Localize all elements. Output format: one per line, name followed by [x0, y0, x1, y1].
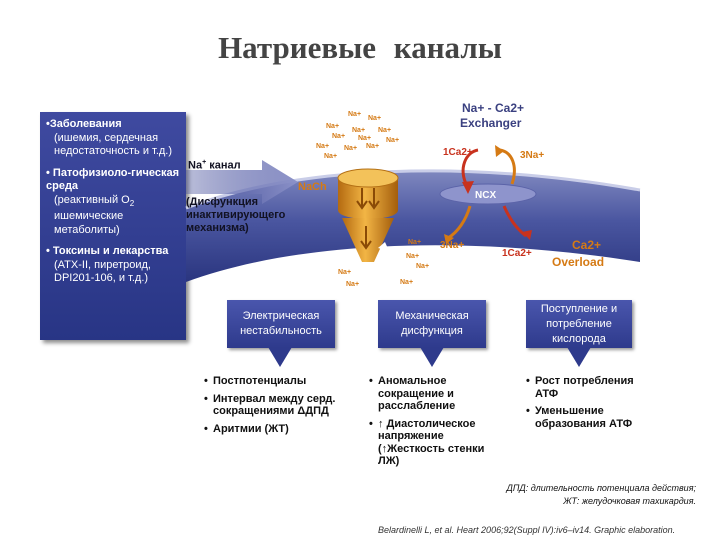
footnote-line: ДПД: длительность потенциала действия;	[506, 483, 697, 493]
bullet-item: ↑ Диастолическое напряжение (↑Жесткость …	[369, 418, 499, 468]
cause-item: • Патофизиоло-гическая среда (реактивный…	[46, 167, 182, 238]
cause-sub: (реактивный О2 ишемические метаболиты)	[46, 194, 182, 238]
na-in-label: 3Na+	[440, 240, 464, 251]
na-ion: Na+	[406, 253, 419, 260]
ca-out-arrowhead	[522, 230, 532, 240]
ca-in-label: 1Ca2+	[443, 147, 473, 158]
footnote: ДПД: длительность потенциала действия; Ж…	[430, 482, 697, 508]
exchanger-title-line1: Na+ - Ca2+	[462, 101, 524, 115]
channel-label-na: Na	[188, 159, 203, 172]
effect-pointer	[268, 347, 292, 367]
overload-line2: Overload	[552, 255, 604, 269]
channel-label: Na+ канал	[188, 156, 241, 173]
channel-label-rest: канал	[206, 159, 241, 172]
bullet-item: Постпотенциалы	[204, 375, 364, 388]
effect-bullets-electrical: Постпотенциалы Интервал между серд. сокр…	[204, 375, 364, 440]
channel-top	[337, 168, 399, 188]
bullet-item: Рост потребления АТФ	[526, 375, 656, 400]
channel-inner-arrow-1	[356, 188, 368, 210]
cause-head: •Заболевания	[46, 118, 122, 130]
cause-sub-post: ишемические метаболиты)	[54, 210, 124, 236]
na-ion: Na+	[368, 115, 381, 122]
na-ion: Na+	[338, 269, 351, 276]
cause-sub-subscript: 2	[129, 198, 135, 208]
ca-out-arrow	[502, 205, 527, 238]
overload-line1: Ca2+	[572, 238, 601, 252]
bullet-item: Интервал между серд. сокращениями ΔДПД	[204, 393, 364, 418]
ca-out-label: 1Ca2+	[502, 248, 532, 259]
cause-item: • Токсины и лекарства (ATX-II, пиретроид…	[46, 245, 182, 286]
na-ion: Na+	[324, 153, 337, 160]
effect-title: Электрическая нестабильность	[240, 310, 322, 337]
effect-pointer	[567, 347, 591, 367]
na-ion: Na+	[316, 143, 329, 150]
cause-sub-pre: (реактивный О	[54, 193, 130, 206]
title-word-2: каналы	[393, 30, 502, 65]
na-ion: Na+	[358, 135, 371, 142]
cause-sub: (ATX-II, пиретроид, DPI201-106, и т.д.)	[54, 258, 151, 285]
channel-inner-arrow-2	[368, 188, 380, 210]
na-ion: Na+	[366, 143, 379, 150]
na-ion: Na+	[346, 281, 359, 288]
channel-upper	[338, 178, 398, 219]
effect-box-oxygen: Поступление и потребление кислорода	[526, 300, 632, 348]
na-ion: Na+	[332, 133, 345, 140]
cause-head: • Токсины и лекарства	[46, 245, 169, 258]
page-title: Натриевые каналы	[0, 30, 720, 66]
na-ion: Na+	[344, 145, 357, 152]
bullet-item: Аритмии (ЖТ)	[204, 423, 364, 436]
channel-lower	[342, 218, 394, 262]
citation: Belardinelli L, et al. Heart 2006;92(Sup…	[378, 525, 676, 535]
na-out-arrowhead	[495, 145, 504, 157]
effect-bullets-mechanical: Аномальное сокращение и расслабление ↑ Д…	[369, 375, 499, 473]
cause-sub: (ишемия, сердечная недостаточность и т.д…	[54, 131, 173, 158]
bullet-item: Уменьшение образования АТФ	[526, 405, 656, 430]
intracellular-ions: Na+ Na+ Na+ Na+ Na+ Na+	[338, 239, 429, 288]
effect-box-mechanical: Механическая дисфункция	[378, 300, 486, 348]
cause-head: • Патофизиоло-гическая среда	[46, 166, 180, 193]
na-ion: Na+	[352, 127, 365, 134]
extracellular-ions: Na+ Na+ Na+ Na+ Na+ Na+ Na+ Na+ Na+ Na+ …	[316, 111, 399, 160]
nach-label: NaCh	[298, 181, 327, 193]
channel-label-sup: +	[202, 159, 207, 166]
na-ion: Na+	[326, 123, 339, 130]
effect-title: Механическая дисфункция	[395, 310, 469, 337]
title-word-1: Натриевые	[218, 30, 377, 65]
na-ion: Na+	[400, 279, 413, 286]
ncx-label: NCX	[475, 190, 496, 201]
na-ion: Na+	[386, 137, 399, 144]
effect-bullets-oxygen: Рост потребления АТФ Уменьшение образова…	[526, 375, 656, 435]
na-ion: Na+	[348, 111, 361, 118]
na-out-label: 3Na+	[520, 150, 544, 161]
na-ion: Na+	[416, 263, 429, 270]
na-in-arrow	[447, 205, 472, 240]
na-in-arrowhead	[444, 234, 454, 244]
footnote-line: ЖТ: желудочковая тахикардия.	[563, 496, 696, 506]
causes-panel: •Заболевания (ишемия, сердечная недостат…	[40, 112, 186, 340]
na-ion: Na+	[408, 239, 421, 246]
effect-box-electrical: Электрическая нестабильность	[227, 300, 335, 348]
bullet-item: Аномальное сокращение и расслабление	[369, 375, 499, 413]
exchanger-title-line2: Exchanger	[460, 116, 522, 130]
entry-arrow	[186, 160, 298, 204]
dysfunction-label: (Дисфункция инактивирующего механизма)	[186, 196, 286, 234]
channel-inner-arrow-3	[360, 226, 372, 250]
effect-title: Поступление и потребление кислорода	[540, 302, 618, 345]
ca-in-arrowhead	[462, 181, 474, 194]
ca-in-arrow	[461, 148, 479, 187]
inactivation-gate-arrowhead	[378, 242, 389, 251]
ncx-ellipse	[439, 183, 537, 205]
effect-pointer	[420, 347, 444, 367]
cause-item: •Заболевания (ишемия, сердечная недостат…	[46, 118, 182, 159]
na-ion: Na+	[378, 127, 391, 134]
